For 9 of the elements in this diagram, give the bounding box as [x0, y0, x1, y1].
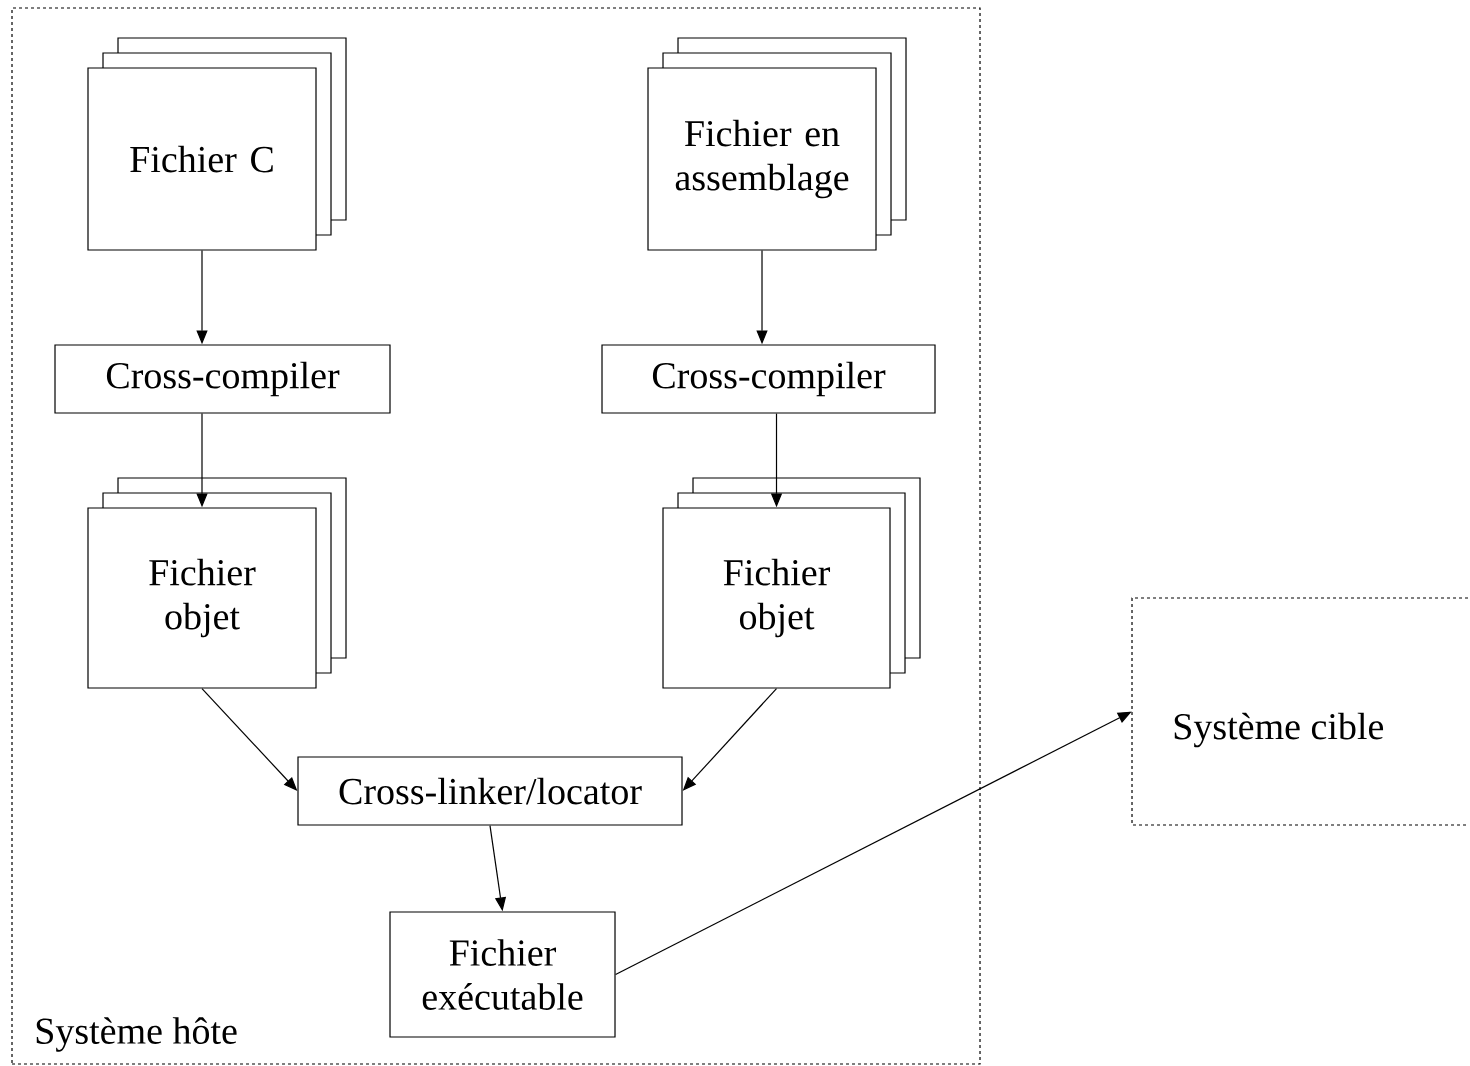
file-stack: Fichier en assemblage — [647, 37, 907, 251]
file-stack: Fichier objet — [87, 477, 347, 689]
process-box: Cross-compiler — [601, 344, 936, 414]
process-box: Cross-linker/locator — [297, 756, 683, 826]
file-stack: Fichier C — [87, 37, 347, 251]
process-box: Fichier exécutable — [389, 911, 616, 1038]
process-box: Cross-compiler — [54, 344, 391, 414]
system-frame: Système cible — [1131, 597, 1469, 826]
file-stack: Fichier objet — [662, 477, 921, 689]
